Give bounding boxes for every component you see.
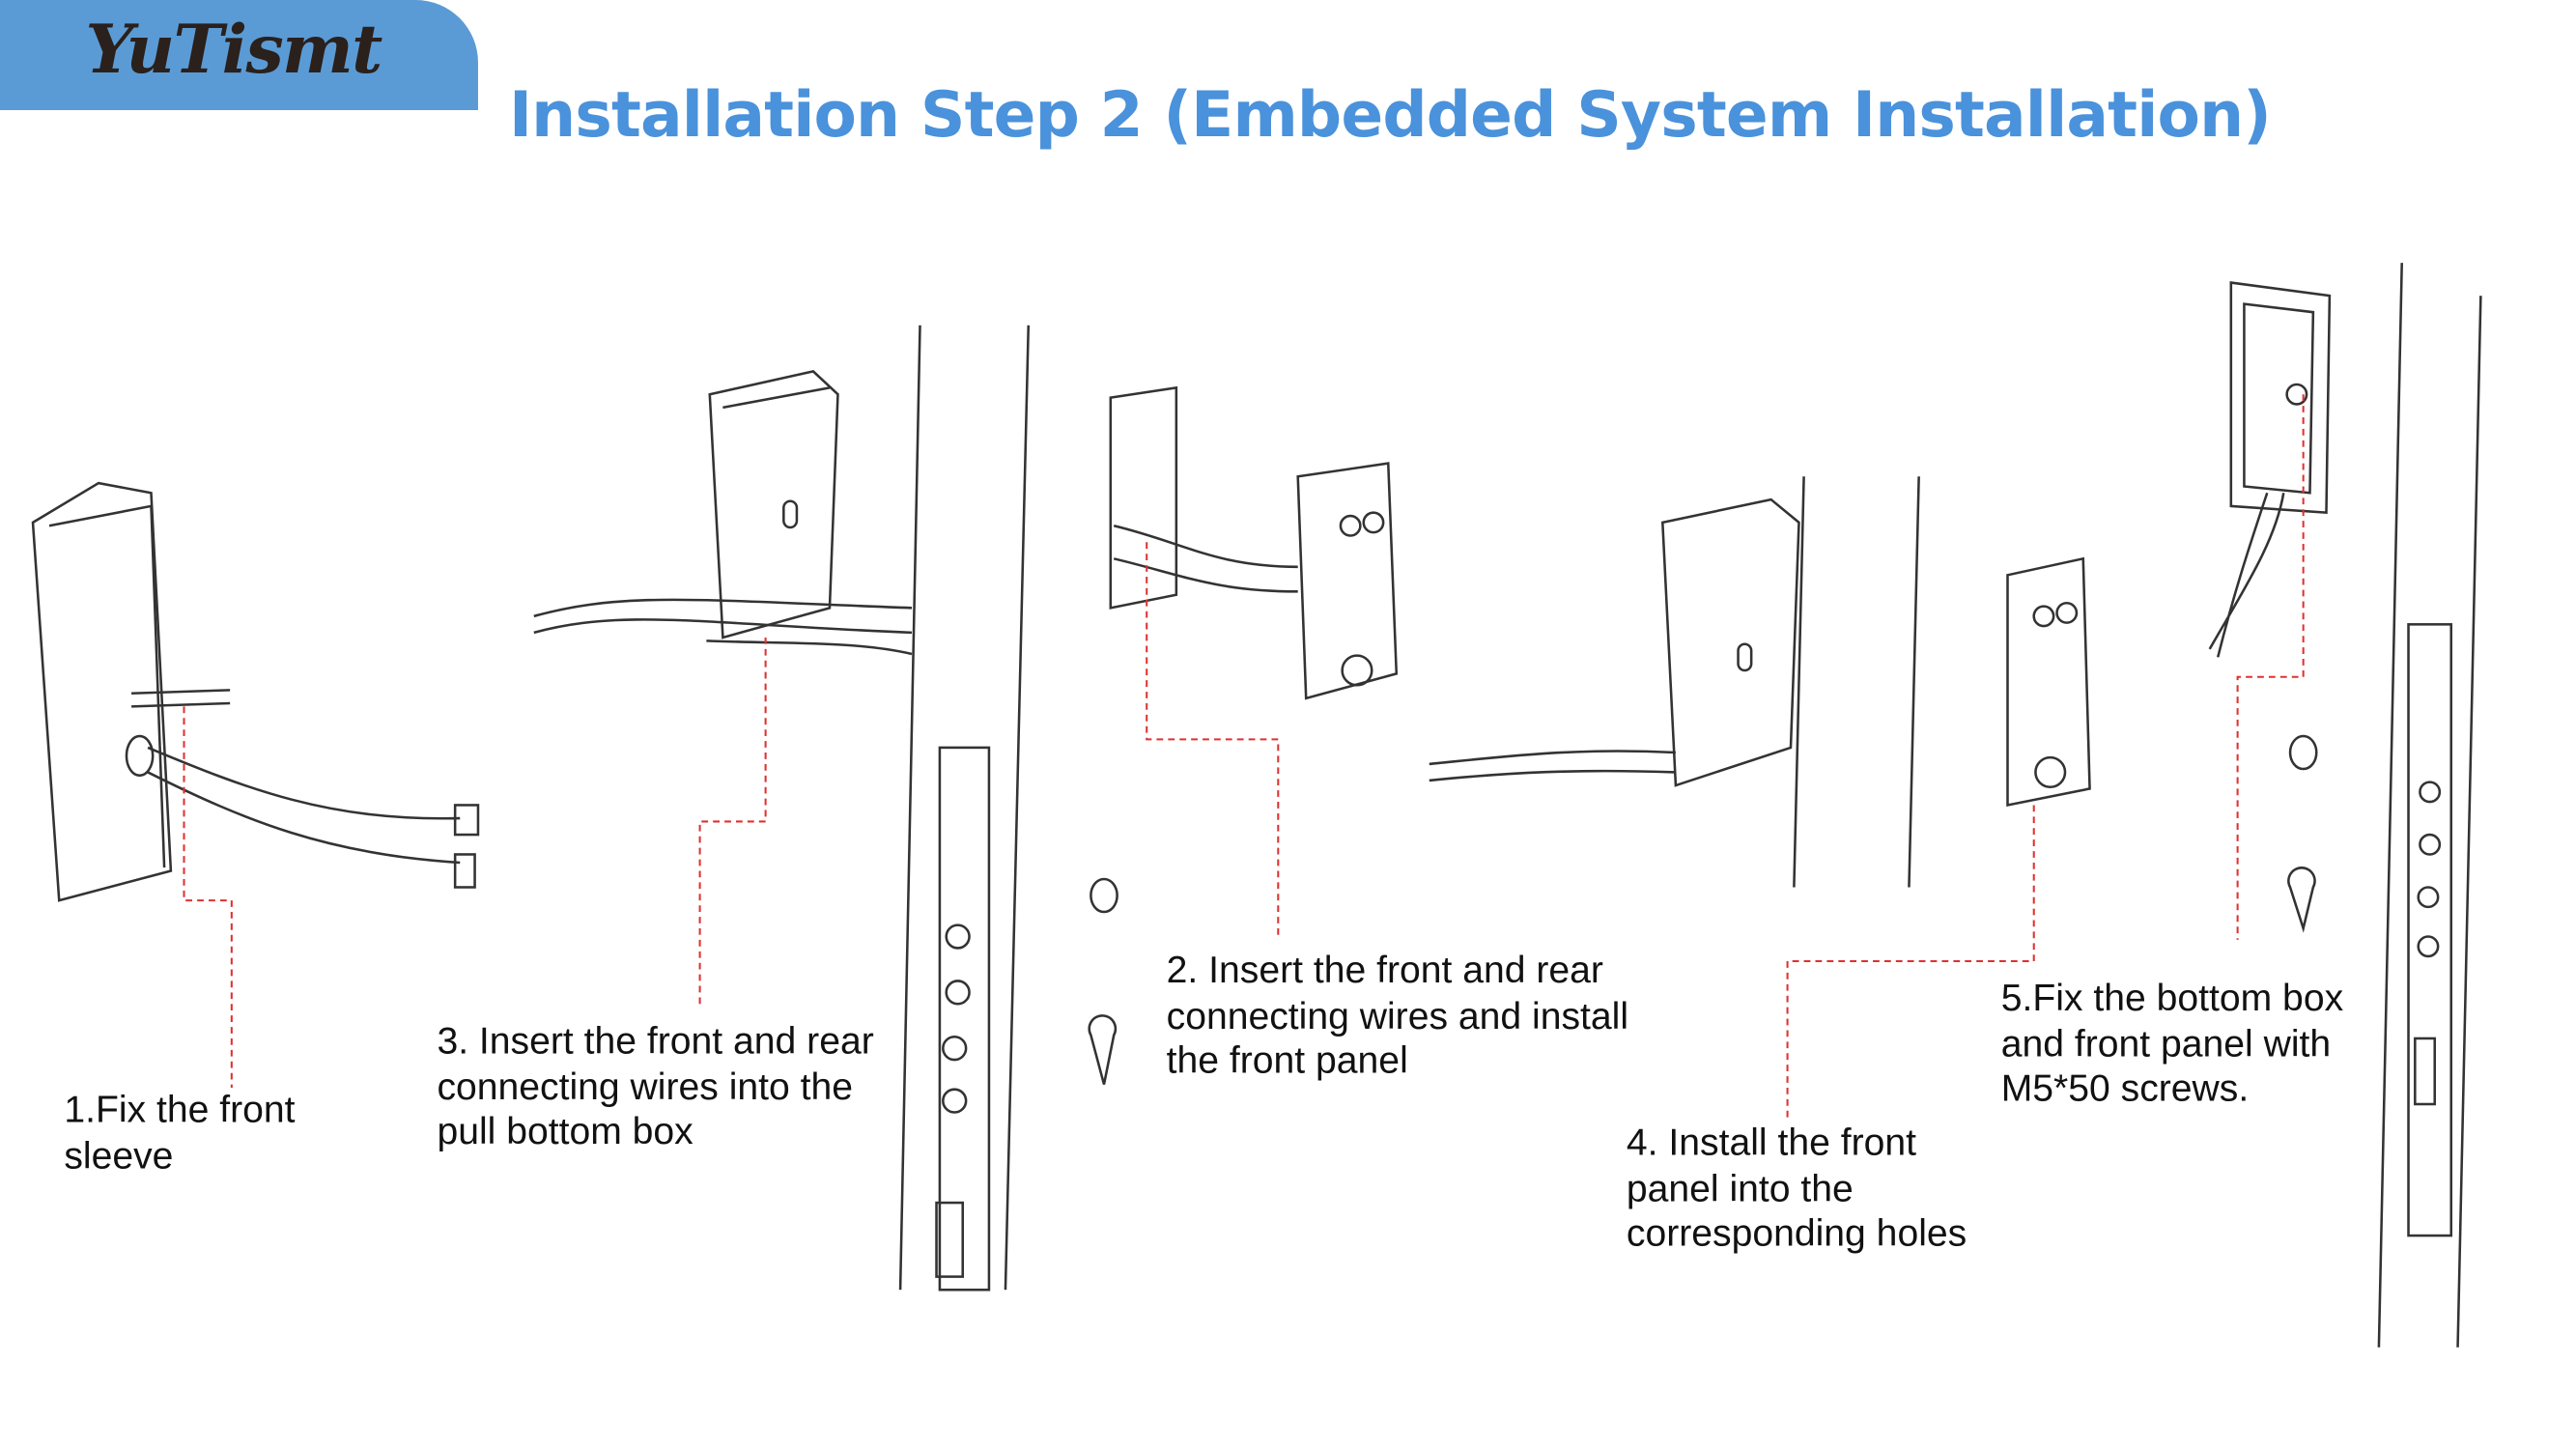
pull-bottom-box-drawing (533, 325, 1031, 1292)
step-4-caption: 4. Install the front panel into the corr… (1626, 1121, 1967, 1254)
brand-logo-text: YuTismt (85, 10, 382, 89)
brand-logo-banner: YuTismt (0, 0, 478, 110)
step-2-caption: 2. Insert the front and rear connecting … (1166, 948, 1629, 1082)
step-5-caption: 5.Fix the bottom box and front panel wit… (2000, 976, 2344, 1110)
page-title: Installation Step 2 (Embedded System Ins… (508, 78, 2272, 152)
front-sleeve-drawing (31, 481, 480, 902)
embedded-box-drawing (1429, 476, 2091, 888)
front-panel-drawing (1088, 385, 1399, 1085)
step-3-caption: 3. Insert the front and rear connecting … (437, 1018, 874, 1152)
step-1-caption: 1.Fix the front sleeve (64, 1087, 296, 1176)
screw-fixing-drawing (2208, 263, 2482, 1348)
